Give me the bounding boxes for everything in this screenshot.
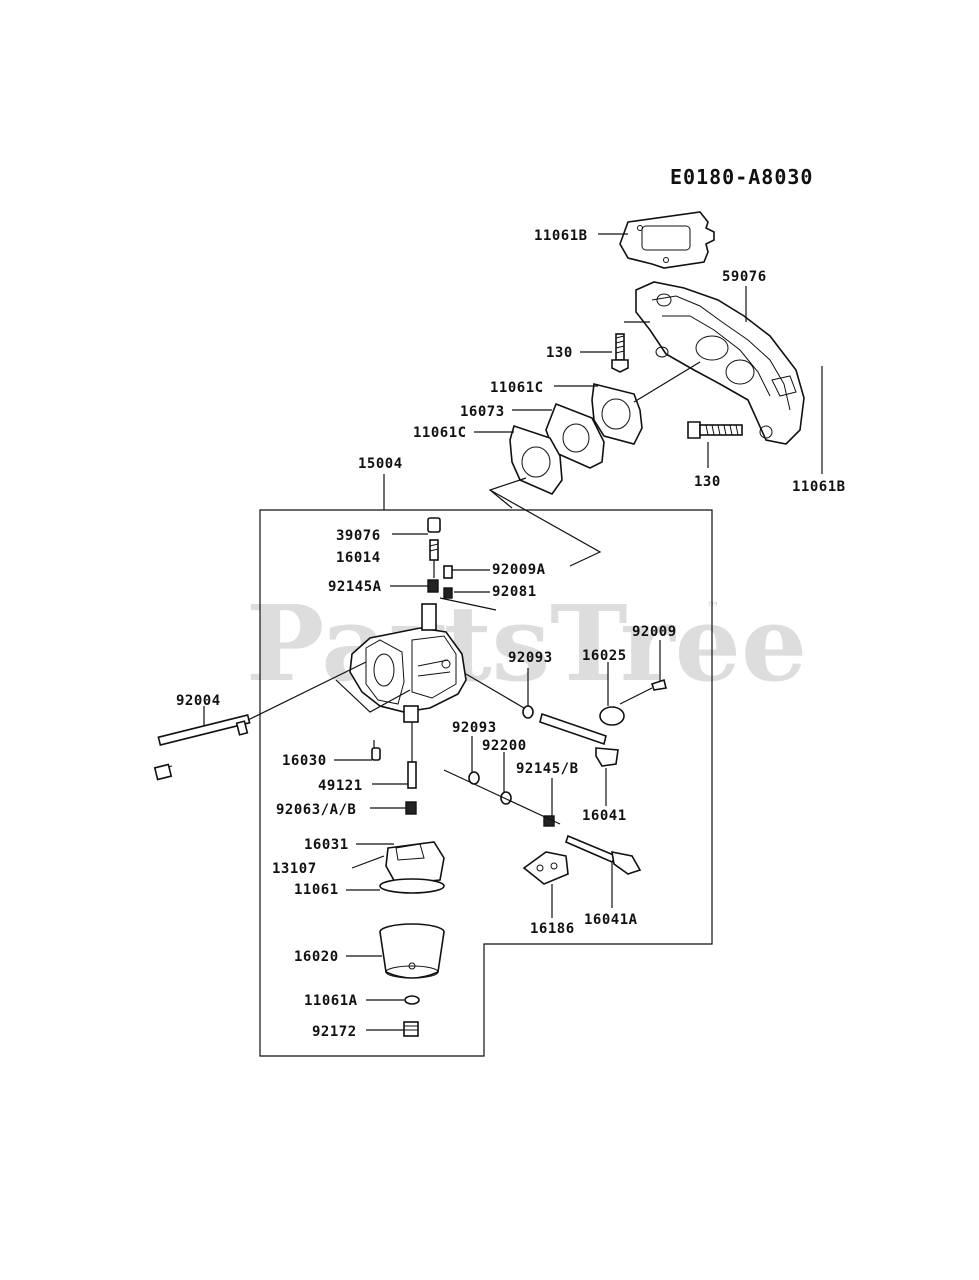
- label-92009[interactable]: 92009: [632, 624, 677, 640]
- label-92081[interactable]: 92081: [492, 584, 537, 600]
- label-59076[interactable]: 59076: [722, 269, 767, 285]
- label-92200[interactable]: 92200: [482, 738, 527, 754]
- label-16031[interactable]: 16031: [304, 837, 349, 853]
- gasket-11061C-b-shape[interactable]: [509, 424, 563, 495]
- watermark-text: PartsTree: [246, 582, 807, 705]
- label-16186[interactable]: 16186: [530, 921, 575, 937]
- label-15004[interactable]: 15004: [358, 456, 403, 472]
- part-92145A-shape[interactable]: [427, 579, 439, 593]
- shaft-16041-shape[interactable]: [539, 712, 619, 767]
- label-92009A[interactable]: 92009A: [492, 562, 546, 578]
- label-16073[interactable]: 16073: [460, 404, 505, 420]
- gasket-11061B-top-shape[interactable]: [619, 211, 715, 269]
- bolt-130-top-shape[interactable]: [611, 333, 629, 373]
- part-92081-shape[interactable]: [443, 587, 453, 599]
- carburetor-body-shape[interactable]: [349, 603, 467, 723]
- label-16041A[interactable]: 16041A: [584, 912, 638, 928]
- label-11061[interactable]: 11061: [294, 882, 339, 898]
- plate-16186-shape[interactable]: [522, 851, 569, 885]
- label-92063[interactable]: 92063/A/B: [276, 802, 356, 818]
- label-11061B-right[interactable]: 11061B: [792, 479, 846, 495]
- pin-13107-shape[interactable]: [351, 855, 385, 869]
- label-39076[interactable]: 39076: [336, 528, 381, 544]
- washer-11061A-shape[interactable]: [404, 995, 420, 1005]
- label-49121[interactable]: 49121: [318, 778, 363, 794]
- gasket-11061C-a-shape[interactable]: [591, 383, 643, 445]
- label-130-bottom[interactable]: 130: [694, 474, 721, 490]
- label-13107[interactable]: 13107: [272, 861, 317, 877]
- bolt-130-bottom-shape[interactable]: [687, 421, 743, 439]
- label-92093-a[interactable]: 92093: [508, 650, 553, 666]
- label-92145A[interactable]: 92145A: [328, 579, 382, 595]
- part-16014-shape[interactable]: [429, 539, 439, 561]
- label-11061A[interactable]: 11061A: [304, 993, 358, 1009]
- part-49121-shape[interactable]: [407, 761, 417, 789]
- insulator-16073-shape[interactable]: [545, 402, 605, 469]
- diagram-code: E0180-A8030: [670, 165, 813, 189]
- oring-11061-shape[interactable]: [379, 878, 445, 894]
- label-16014[interactable]: 16014: [336, 550, 381, 566]
- label-130-top[interactable]: 130: [546, 345, 573, 361]
- part-39076-shape[interactable]: [427, 517, 441, 533]
- label-11061C-a[interactable]: 11061C: [490, 380, 544, 396]
- upper-leader-lines: [474, 233, 823, 567]
- label-16030[interactable]: 16030: [282, 753, 327, 769]
- carburetor-assembly-frame: [259, 509, 713, 1057]
- label-92004[interactable]: 92004: [176, 693, 221, 709]
- watermark-trademark: ™: [706, 600, 720, 616]
- label-16025[interactable]: 16025: [582, 648, 627, 664]
- float-16031-shape[interactable]: [385, 841, 445, 885]
- label-92145B[interactable]: 92145/B: [516, 761, 579, 777]
- part-92063-shape[interactable]: [405, 801, 417, 815]
- intake-manifold-59076-shape[interactable]: [635, 281, 805, 445]
- label-11061C-b[interactable]: 11061C: [413, 425, 467, 441]
- screw-92004-shape[interactable]: [153, 714, 251, 781]
- carburetor-leader-lines: [203, 533, 661, 1031]
- part-16030-shape[interactable]: [371, 747, 381, 761]
- part-92009A-shape[interactable]: [443, 565, 453, 579]
- label-92172[interactable]: 92172: [312, 1024, 357, 1040]
- label-16041[interactable]: 16041: [582, 808, 627, 824]
- bowl-16020-shape[interactable]: [379, 923, 445, 979]
- part-92200-shape[interactable]: [500, 791, 512, 805]
- label-16020[interactable]: 16020: [294, 949, 339, 965]
- shaft-16041A-shape[interactable]: [565, 834, 642, 875]
- label-11061B-top[interactable]: 11061B: [534, 228, 588, 244]
- part-16025-shape[interactable]: [599, 706, 625, 726]
- label-92093-b[interactable]: 92093: [452, 720, 497, 736]
- bolt-92172-shape[interactable]: [403, 1021, 419, 1037]
- part-92093-a-shape[interactable]: [522, 705, 534, 719]
